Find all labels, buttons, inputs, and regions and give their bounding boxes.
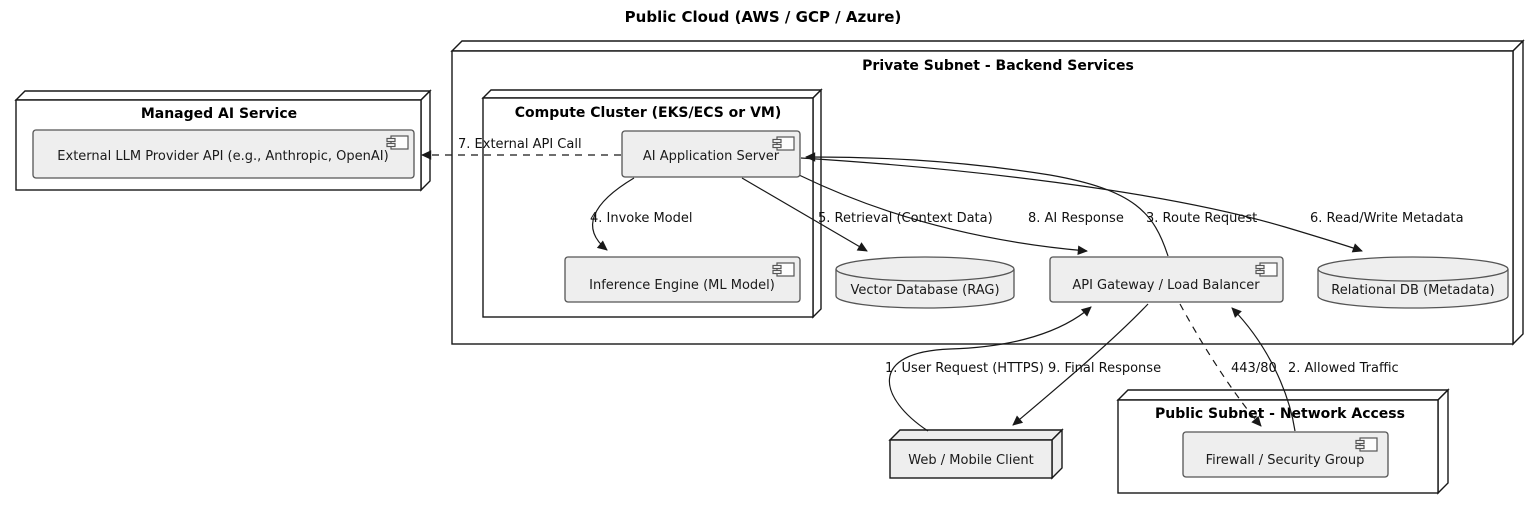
component-icon — [772, 136, 795, 151]
web-client-top-face — [888, 429, 1064, 441]
managed-ai-right-face — [420, 89, 431, 192]
managed-ai-top-face — [14, 90, 432, 101]
external-llm-provider-component: External LLM Provider API (e.g., Anthrop… — [32, 129, 415, 179]
component-icon — [772, 262, 795, 277]
public-subnet-right-face — [1437, 388, 1449, 495]
external-llm-provider-box — [32, 129, 415, 179]
firewall-label: Firewall / Security Group — [1206, 453, 1365, 468]
component-icon — [386, 135, 409, 150]
edge-label-ports: 443/80 — [1231, 361, 1277, 376]
edge-labels: 7. External API Call 4. Invoke Model 5. … — [458, 137, 1464, 376]
edge-label-ai-response: 8. AI Response — [1028, 211, 1124, 226]
edge-final-response — [1012, 303, 1149, 426]
private-subnet-title: Private Subnet - Backend Services — [862, 58, 1134, 74]
edge-user-request — [888, 306, 1092, 432]
web-mobile-client-node: Web / Mobile Client — [888, 428, 1064, 480]
relational-database: Relational DB (Metadata) — [1317, 256, 1509, 309]
edge-retrieval — [741, 177, 868, 252]
inference-engine-box — [564, 256, 801, 303]
edge-label-user-request: 1. User Request (HTTPS) — [885, 361, 1044, 376]
ai-application-server-component: AI Application Server — [621, 130, 801, 178]
edge-label-allowed-traffic: 2. Allowed Traffic — [1288, 361, 1399, 376]
managed-ai-title: Managed AI Service — [141, 106, 297, 122]
diagram-title: Public Cloud (AWS / GCP / Azure) — [625, 8, 902, 26]
web-client-label: Web / Mobile Client — [908, 453, 1033, 468]
ai-application-server-box — [621, 130, 801, 178]
edge-label-final-response: 9. Final Response — [1048, 361, 1161, 376]
edge-read-write-metadata — [800, 157, 1363, 253]
vector-database-label: Vector Database (RAG) — [850, 283, 999, 298]
edge-allowed-traffic — [1231, 307, 1296, 432]
vector-database: Vector Database (RAG) — [835, 256, 1015, 309]
inference-engine-label: Inference Engine (ML Model) — [589, 278, 775, 293]
compute-cluster-top-face — [481, 89, 823, 99]
inference-engine-component: Inference Engine (ML Model) — [564, 256, 801, 303]
public-subnet-top-face — [1116, 389, 1450, 401]
private-subnet-top-face — [450, 40, 1525, 52]
private-subnet-right-face — [1512, 39, 1524, 346]
edge-ports — [1179, 303, 1262, 427]
firewall-component: Firewall / Security Group — [1182, 431, 1389, 478]
api-gateway-label: API Gateway / Load Balancer — [1072, 278, 1260, 293]
external-llm-provider-label: External LLM Provider API (e.g., Anthrop… — [57, 149, 388, 164]
edge-ai-response — [798, 174, 1088, 255]
edge-label-route-request: 3. Route Request — [1146, 211, 1257, 226]
edge-invoke-model — [591, 177, 635, 251]
edge-label-invoke-model: 4. Invoke Model — [590, 211, 692, 226]
edge-label-retrieval: 5. Retrieval (Context Data) — [818, 211, 993, 226]
relational-database-top — [1317, 256, 1509, 282]
edge-label-read-write-metadata: 6. Read/Write Metadata — [1310, 211, 1464, 226]
public-subnet-title: Public Subnet - Network Access — [1155, 406, 1405, 422]
web-client-front-face — [889, 439, 1053, 479]
vector-database-top — [835, 256, 1015, 282]
edges — [421, 150, 1363, 432]
api-gateway-component: API Gateway / Load Balancer — [1049, 256, 1284, 303]
component-icon — [1355, 437, 1378, 452]
compute-cluster-title: Compute Cluster (EKS/ECS or VM) — [515, 105, 782, 121]
edge-label-external-api-call: 7. External API Call — [458, 137, 582, 152]
edge-route-request — [805, 152, 1169, 257]
ai-application-server-label: AI Application Server — [643, 149, 780, 164]
component-icon — [1255, 262, 1278, 277]
firewall-box — [1182, 431, 1389, 478]
relational-database-label: Relational DB (Metadata) — [1331, 283, 1494, 298]
compute-cluster-right-face — [812, 88, 822, 319]
api-gateway-box — [1049, 256, 1284, 303]
